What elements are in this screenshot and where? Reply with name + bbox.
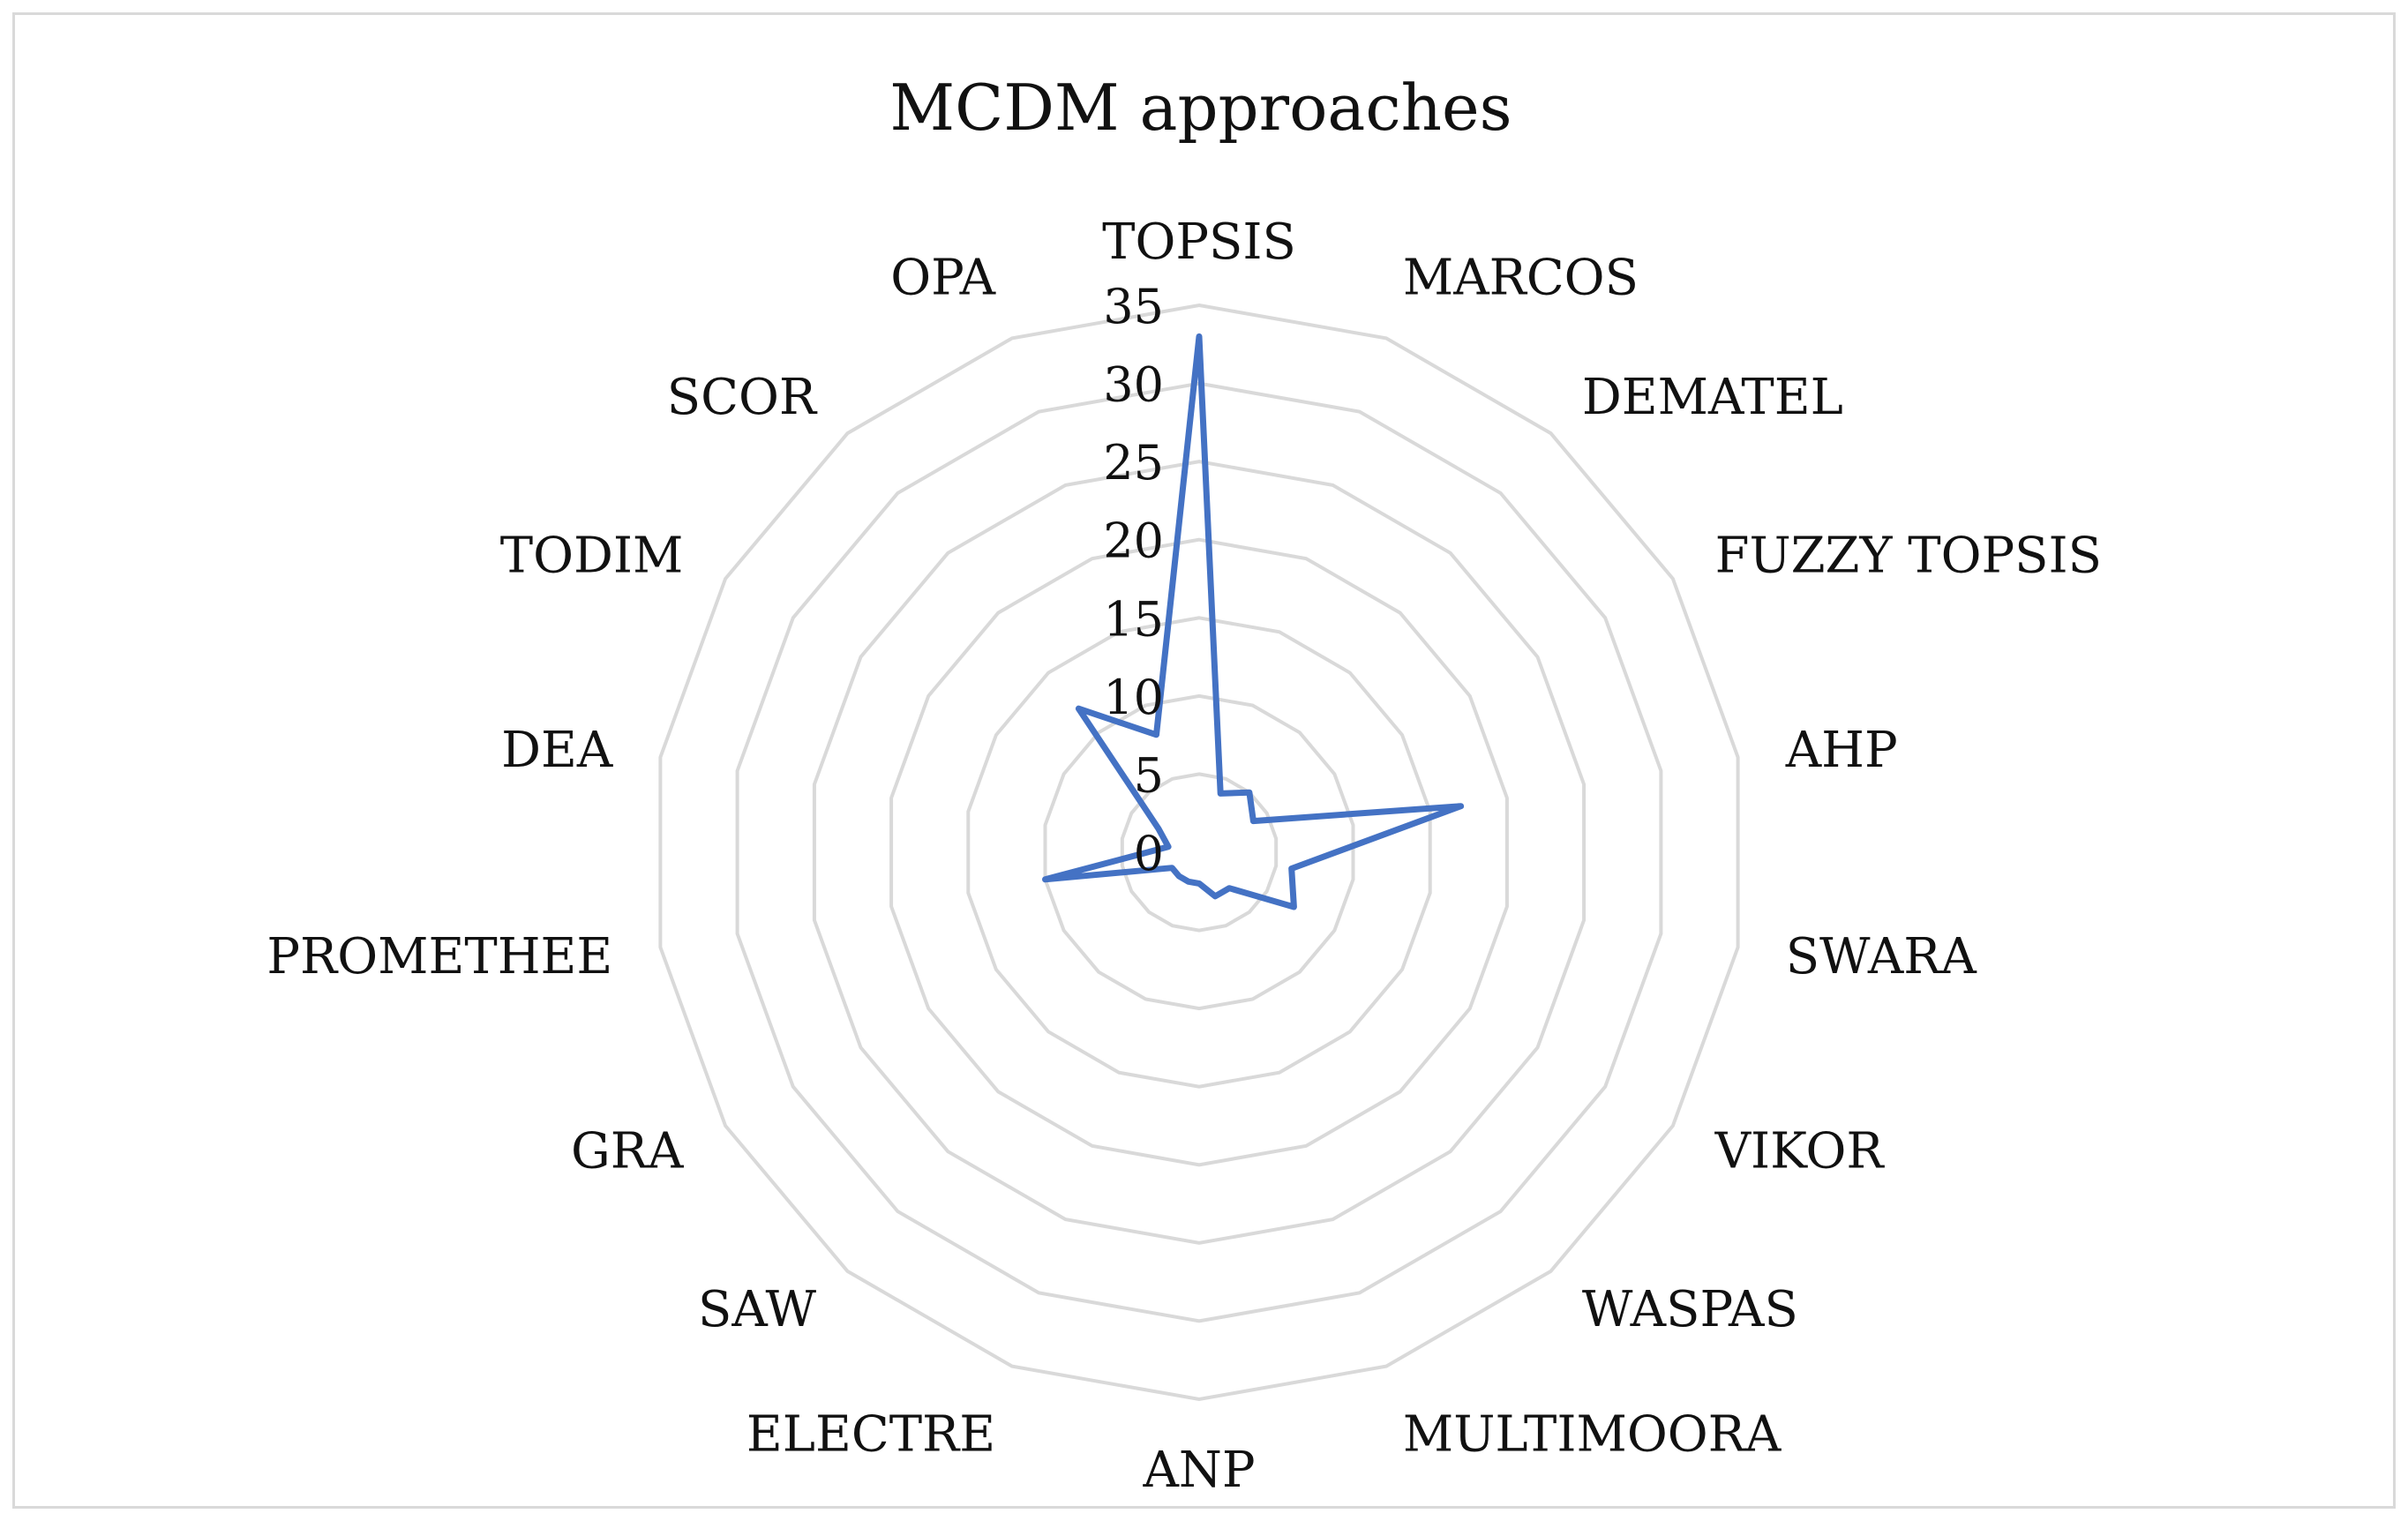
tick-label-10: 10 <box>1103 670 1164 725</box>
data-point-opa <box>1153 731 1159 738</box>
data-point-dematel <box>1246 790 1252 796</box>
grid-ring-25 <box>812 460 1587 1245</box>
data-point-swara <box>1288 865 1294 872</box>
category-label-promethee: PROMETHEE <box>266 928 612 985</box>
grid-ring-20 <box>889 537 1509 1167</box>
category-label-multimoora: MULTIMOORA <box>1403 1405 1782 1463</box>
data-point-waspas <box>1227 885 1233 891</box>
tick-label-25: 25 <box>1103 435 1164 491</box>
series-layer <box>1042 333 1465 910</box>
category-label-saw: SAW <box>698 1281 817 1338</box>
category-label-fuzzy-topsis: FUZZY TOPSIS <box>1715 528 2102 585</box>
tick-label-0: 0 <box>1134 826 1164 881</box>
category-label-waspas: WASPAS <box>1582 1281 1798 1338</box>
data-point-multimoora <box>1212 893 1219 899</box>
data-point-saw <box>1176 873 1182 880</box>
category-label-anp: ANP <box>1142 1442 1255 1499</box>
category-label-vikor: VIKOR <box>1714 1123 1886 1180</box>
grid-ring-15 <box>966 616 1432 1089</box>
category-label-layer: TOPSIS MARCOS DEMATEL FUZZY TOPSIS AHP SWARA V… <box>266 214 2102 1499</box>
data-point-topsis <box>1196 333 1202 340</box>
data-point-ahp <box>1458 803 1464 809</box>
tick-label-20: 20 <box>1103 513 1164 569</box>
grid-ring-10 <box>1043 693 1355 1011</box>
data-point-vikor <box>1291 904 1297 910</box>
grid-ring-35 <box>658 303 1740 1402</box>
category-label-dea: DEA <box>501 722 613 779</box>
category-label-scor: SCOR <box>667 369 818 426</box>
data-point-gra <box>1169 865 1175 871</box>
grid-ring-5 <box>1120 772 1279 933</box>
chart-frame: MCDM approaches 0 5 10 15 20 25 30 35 TOPSIS MAR… <box>12 12 2396 1509</box>
category-label-swara: SWARA <box>1786 928 1977 985</box>
category-label-electre: ELECTRE <box>746 1405 995 1463</box>
data-point-todim <box>1156 826 1161 832</box>
category-label-marcos: MARCOS <box>1403 250 1639 307</box>
category-label-topsis: TOPSIS <box>1102 214 1296 271</box>
category-label-ahp: AHP <box>1785 722 1898 779</box>
tick-label-layer: 0 5 10 15 20 25 30 35 <box>1103 279 1164 881</box>
data-point-dea <box>1166 843 1172 850</box>
radar-chart: MCDM approaches 0 5 10 15 20 25 30 35 TOPSIS MAR… <box>266 71 2102 1499</box>
category-label-dematel: DEMATEL <box>1582 369 1843 426</box>
grid-layer <box>658 303 1740 1402</box>
grid-ring-30 <box>735 381 1663 1323</box>
category-label-todim: TODIM <box>500 528 684 585</box>
chart-title: MCDM approaches <box>889 71 1512 145</box>
tick-label-5: 5 <box>1134 747 1164 803</box>
data-point-promethee <box>1042 876 1048 882</box>
category-label-gra: GRA <box>571 1123 684 1180</box>
data-point-scor <box>1076 706 1082 712</box>
data-point-marcos <box>1218 790 1224 797</box>
tick-label-30: 30 <box>1103 357 1164 413</box>
category-label-opa: OPA <box>890 250 995 307</box>
data-point-electre <box>1185 879 1191 885</box>
tick-label-35: 35 <box>1103 279 1164 334</box>
data-point-fuzzy-topsis <box>1250 818 1257 824</box>
tick-label-15: 15 <box>1103 591 1164 647</box>
data-point-anp <box>1196 880 1202 887</box>
